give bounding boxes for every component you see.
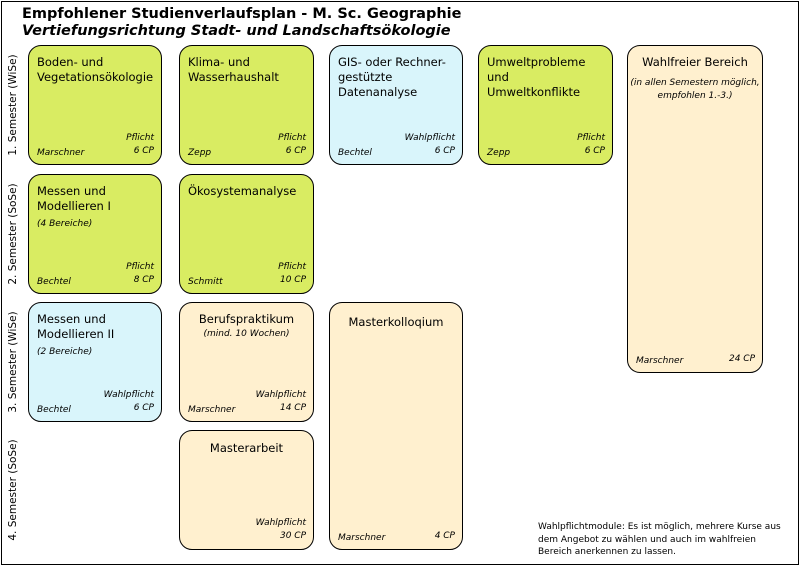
module-title: Messen und Modellieren II: [37, 312, 115, 341]
module-lecturer: Zepp: [487, 148, 511, 158]
module-messen-modellieren-1: Messen und Modellieren I (4 Bereiche) Be…: [28, 174, 162, 294]
semester-label-4: 4. Semester (SoSe): [7, 439, 19, 541]
page-subtitle: Vertiefungsrichtung Stadt- und Landschaf…: [22, 23, 451, 39]
module-note: (2 Bereiche): [37, 347, 93, 357]
semester-label-3: 3. Semester (WiSe): [7, 311, 19, 413]
module-note: (in allen Semestern möglich, empfohlen 1…: [630, 78, 760, 101]
module-messen-modellieren-2: Messen und Modellieren II (2 Bereiche) B…: [28, 302, 162, 422]
module-title: Klima- und Wasserhaushalt: [188, 55, 279, 84]
module-lecturer: Bechtel: [37, 277, 71, 287]
module-title: Messen und Modellieren I: [37, 184, 111, 213]
module-lecturer: Bechtel: [37, 405, 71, 415]
module-wahlfreier-bereich: Wahlfreier Bereich (in allen Semestern m…: [627, 45, 763, 373]
module-title: Boden- und Vegetationsökologie: [37, 55, 154, 84]
page-title: Empfohlener Studienverlaufsplan - M. Sc.…: [22, 6, 462, 22]
footnote: Wahlpflichtmodule: Es ist möglich, mehre…: [538, 522, 781, 557]
module-boden-vegetationsoekologie: Boden- und Vegetationsökologie Marschner…: [28, 45, 162, 165]
module-note: (4 Bereiche): [37, 219, 93, 229]
module-lecturer: Marschner: [636, 356, 684, 366]
module-title: Umweltprobleme und Umweltkonflikte: [487, 55, 586, 99]
module-lecturer: Marschner: [338, 533, 386, 543]
module-gis-datenanalyse: GIS- oder Rechner- gestützte Datenanalys…: [329, 45, 463, 165]
semester-label-1: 1. Semester (WiSe): [7, 54, 19, 156]
module-title: Wahlfreier Bereich: [642, 55, 748, 69]
module-lecturer: Marschner: [37, 148, 85, 158]
module-title: GIS- oder Rechner- gestützte Datenanalys…: [338, 55, 446, 99]
module-credits: 4 CP: [434, 531, 455, 541]
module-lecturer: Bechtel: [338, 148, 372, 158]
module-lecturer: Marschner: [188, 405, 236, 415]
module-title: Berufspraktikum: [198, 312, 295, 326]
module-masterkolloqium: Masterkolloqium Marschner 4 CP: [329, 302, 463, 550]
module-lecturer: Zepp: [188, 148, 212, 158]
module-umweltprobleme: Umweltprobleme und Umweltkonflikte Zepp …: [478, 45, 613, 165]
module-berufspraktikum: Berufspraktikum (mind. 10 Wochen) Marsch…: [179, 302, 314, 422]
semester-label-2: 2. Semester (SoSe): [7, 183, 19, 285]
module-title: Masterkolloqium: [348, 315, 444, 329]
module-note: (mind. 10 Wochen): [203, 329, 290, 339]
module-credits: 24 CP: [728, 354, 755, 364]
module-title: Ökosystemanalyse: [188, 184, 297, 198]
module-lecturer: Schmitt: [188, 277, 223, 287]
module-title: Masterarbeit: [209, 441, 284, 455]
